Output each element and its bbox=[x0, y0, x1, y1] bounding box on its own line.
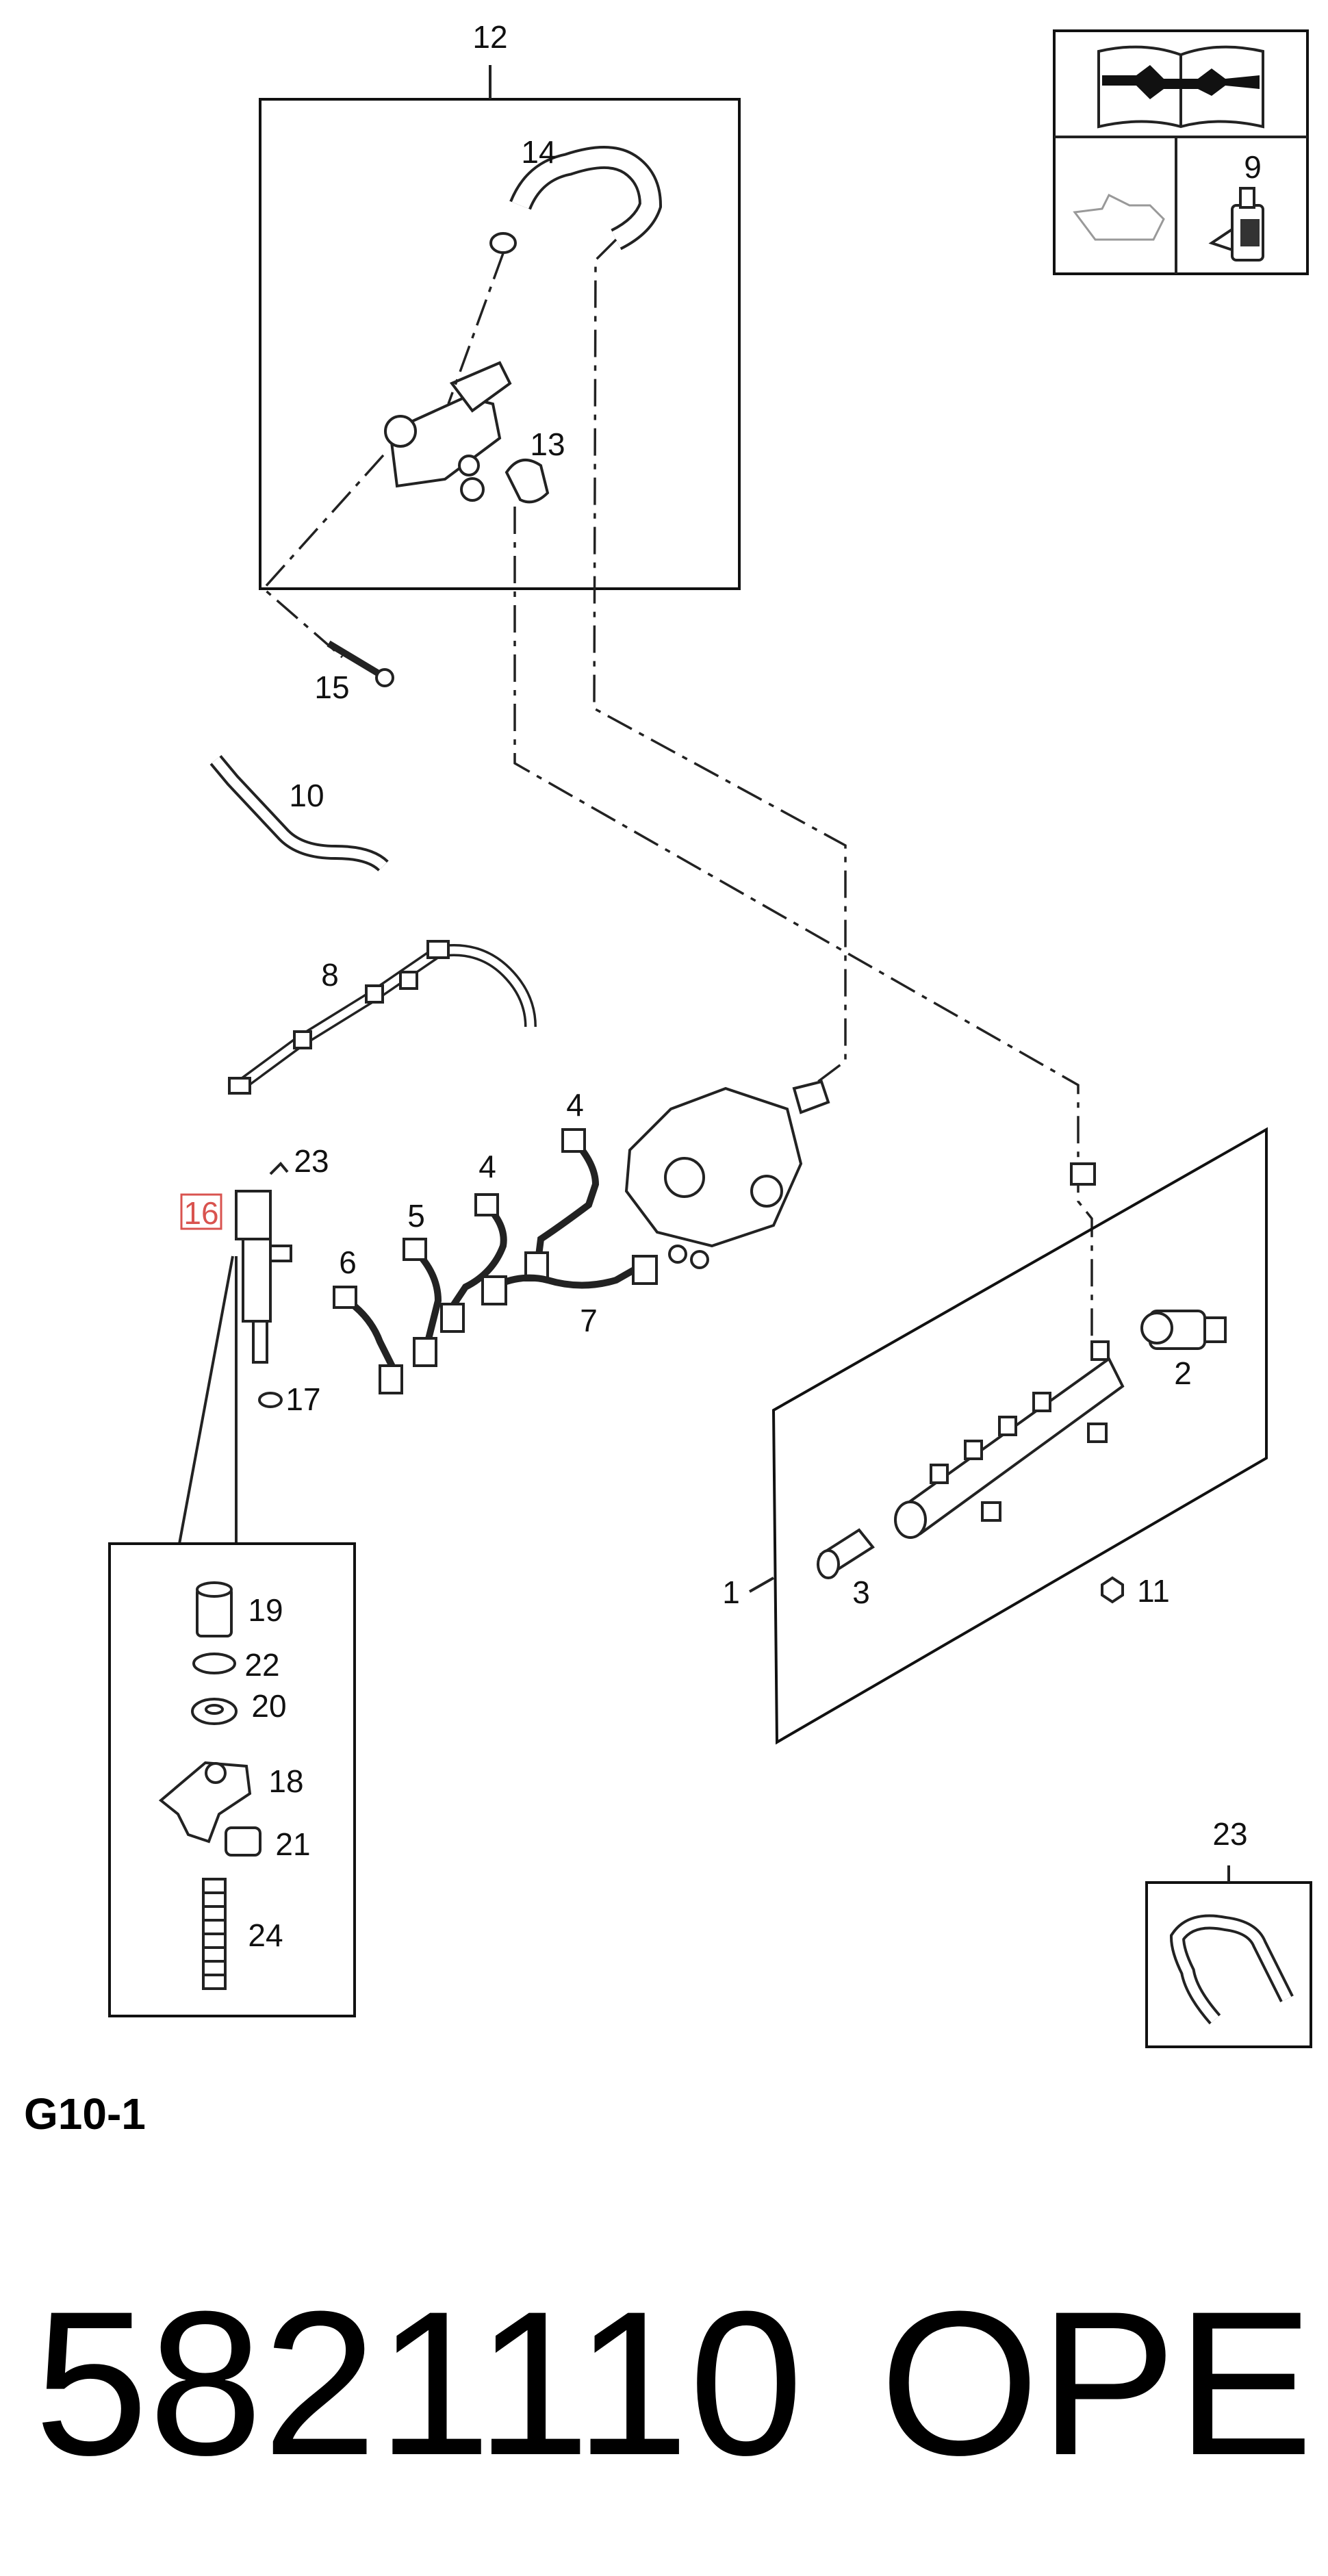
callout-23-clip[interactable]: 23 bbox=[294, 1143, 329, 1179]
washer-part-20[interactable] bbox=[191, 1698, 238, 1725]
pressure-valve-part-2[interactable] bbox=[1140, 1310, 1227, 1350]
clamp-part-18[interactable] bbox=[158, 1761, 252, 1844]
callout-6[interactable]: 6 bbox=[339, 1245, 357, 1280]
callout-22[interactable]: 22 bbox=[244, 1647, 279, 1683]
nut-part-11[interactable] bbox=[1101, 1576, 1124, 1604]
hp-line-part-7[interactable] bbox=[481, 1255, 658, 1305]
hp-line-part-6[interactable] bbox=[333, 1286, 403, 1394]
box-part-23 bbox=[1145, 1881, 1312, 2048]
callout-8[interactable]: 8 bbox=[321, 957, 339, 993]
callout-16-highlight bbox=[180, 1193, 222, 1230]
callout-5[interactable]: 5 bbox=[407, 1198, 425, 1234]
callout-17[interactable]: 17 bbox=[285, 1381, 320, 1417]
callout-18[interactable]: 18 bbox=[268, 1763, 303, 1799]
callout-7[interactable]: 7 bbox=[580, 1303, 598, 1338]
callout-9[interactable]: 9 bbox=[1244, 149, 1262, 185]
grease-tube-part-9[interactable] bbox=[1208, 187, 1264, 262]
elbow-part-13[interactable] bbox=[505, 459, 550, 504]
hp-line-part-4-lower[interactable] bbox=[440, 1193, 507, 1333]
callout-13[interactable]: 13 bbox=[530, 426, 565, 462]
box-part-1-fuel-rail bbox=[771, 1127, 1268, 1745]
hp-line-part-4-upper[interactable] bbox=[524, 1128, 600, 1281]
group-code: G10-1 bbox=[24, 2089, 146, 2139]
sensor-part-3[interactable] bbox=[817, 1528, 875, 1579]
callout-3[interactable]: 3 bbox=[852, 1574, 870, 1610]
callout-11[interactable]: 11 bbox=[1137, 1573, 1170, 1609]
callout-4-upper[interactable]: 4 bbox=[566, 1087, 584, 1123]
clamp[interactable] bbox=[489, 232, 517, 254]
high-pressure-pump[interactable] bbox=[624, 1080, 1096, 1269]
oil-can-icon bbox=[1073, 193, 1165, 241]
callout-16[interactable]: 16 bbox=[183, 1195, 218, 1231]
leakoff-line-part-8[interactable] bbox=[232, 944, 537, 1094]
bolt-part-15[interactable] bbox=[327, 640, 382, 678]
callout-4-lower[interactable]: 4 bbox=[478, 1149, 496, 1184]
part-number: 5821110 bbox=[34, 2268, 803, 2498]
box-part-12 bbox=[259, 98, 741, 590]
manual-wrench-icon bbox=[1097, 45, 1264, 129]
fuel-rail-part-1[interactable] bbox=[894, 1340, 1125, 1539]
callout-12[interactable]: 12 bbox=[472, 19, 507, 55]
brand-name: OPEL bbox=[880, 2268, 1328, 2498]
seal-part-17[interactable] bbox=[258, 1392, 283, 1408]
washer-part-22[interactable] bbox=[192, 1653, 236, 1674]
injector-part-16[interactable] bbox=[235, 1190, 292, 1364]
callout-20[interactable]: 20 bbox=[251, 1688, 286, 1724]
spacer-part-21[interactable] bbox=[225, 1826, 261, 1857]
callout-21[interactable]: 21 bbox=[275, 1826, 310, 1862]
callout-14[interactable]: 14 bbox=[521, 134, 556, 170]
callout-23-hose[interactable]: 23 bbox=[1212, 1816, 1247, 1852]
box-injector-detail bbox=[108, 1542, 356, 2017]
callout-24[interactable]: 24 bbox=[248, 1917, 283, 1953]
callout-1[interactable]: 1 bbox=[722, 1574, 740, 1610]
hp-line-part-5[interactable] bbox=[403, 1238, 442, 1367]
callout-15[interactable]: 15 bbox=[314, 669, 349, 705]
sleeve-part-19[interactable] bbox=[196, 1581, 233, 1637]
service-info-box bbox=[1053, 29, 1309, 275]
stud-part-24[interactable] bbox=[202, 1878, 227, 1990]
callout-19[interactable]: 19 bbox=[248, 1592, 283, 1628]
callout-2[interactable]: 2 bbox=[1174, 1355, 1192, 1391]
callout-10[interactable]: 10 bbox=[289, 778, 324, 813]
